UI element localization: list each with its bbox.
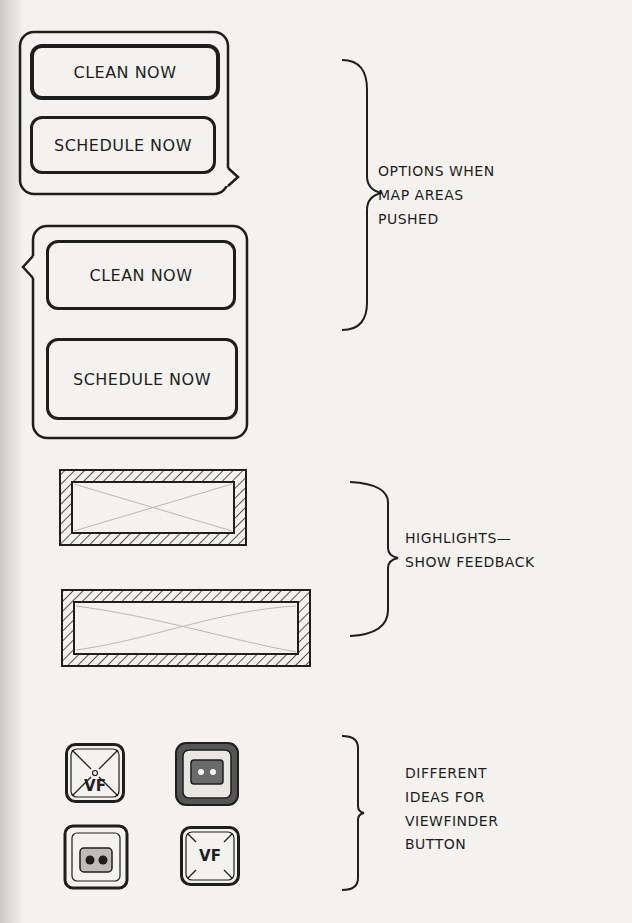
brace xyxy=(342,60,382,330)
action-button: CLEAN NOW xyxy=(46,240,236,310)
annotation-note: HIGHLIGHTS— SHOW FEEDBACK xyxy=(405,527,555,575)
button-label: CLEAN NOW xyxy=(89,266,192,285)
viewfinder-icon xyxy=(65,826,127,888)
annotation-note: DIFFERENT IDEAS FOR VIEWFINDER BUTTON xyxy=(405,762,533,857)
viewfinder-icon xyxy=(176,743,238,805)
brace xyxy=(350,482,398,636)
brace xyxy=(342,736,364,890)
action-button: SCHEDULE NOW xyxy=(46,338,238,420)
highlight-box xyxy=(62,590,310,666)
action-button: SCHEDULE NOW xyxy=(30,116,216,174)
icon-label: VF xyxy=(84,777,106,795)
icon-label: VF xyxy=(199,847,221,865)
highlight-box xyxy=(60,470,246,545)
button-label: SCHEDULE NOW xyxy=(73,370,211,389)
popup-bubble xyxy=(23,226,247,438)
popup-bubble xyxy=(20,32,238,194)
action-button: CLEAN NOW xyxy=(30,44,220,100)
button-label: SCHEDULE NOW xyxy=(54,136,192,155)
viewfinder-button: VF xyxy=(180,826,240,886)
annotation-note: OPTIONS WHEN MAP AREAS PUSHED xyxy=(378,160,528,231)
viewfinder-button: VF xyxy=(65,743,125,803)
button-label: CLEAN NOW xyxy=(73,63,176,82)
